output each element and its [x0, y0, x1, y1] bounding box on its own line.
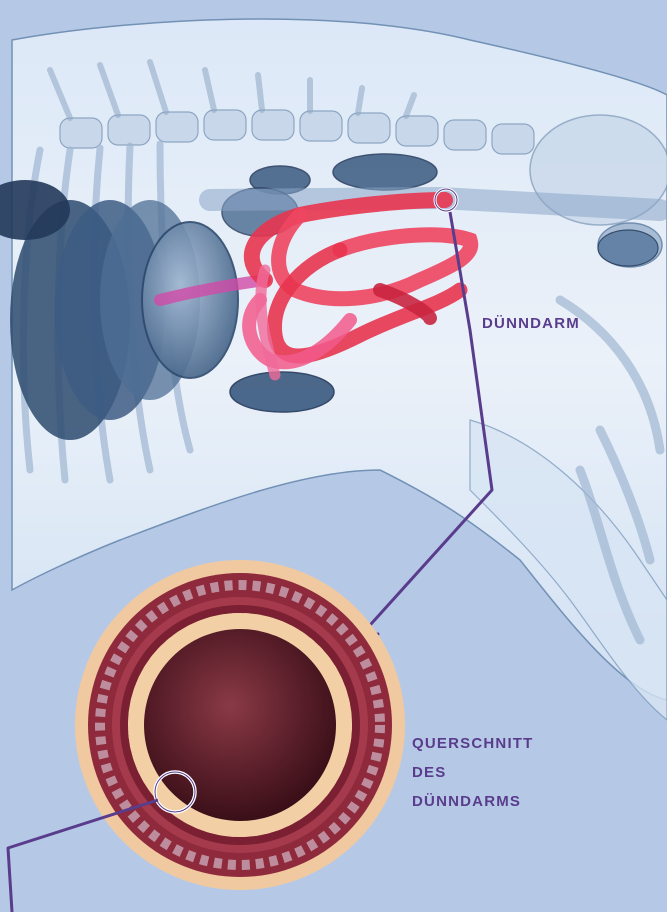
label-cross-section-line2: DES	[412, 765, 534, 794]
lumen	[144, 629, 336, 821]
label-cross-section-line3: DÜNNDARMS	[412, 794, 534, 823]
cross-section	[75, 560, 405, 890]
label-cross-section-line1: QUERSCHNITT	[412, 736, 534, 765]
label-cross-section: QUERSCHNITT DES DÜNNDARMS	[412, 736, 534, 823]
label-small-intestine: DÜNNDARM	[482, 316, 580, 331]
